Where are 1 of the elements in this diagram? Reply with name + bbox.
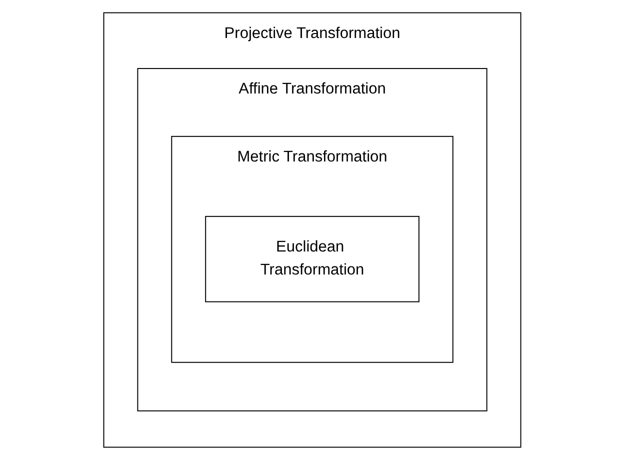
node-box: Euclidean Transformation <box>205 216 420 302</box>
